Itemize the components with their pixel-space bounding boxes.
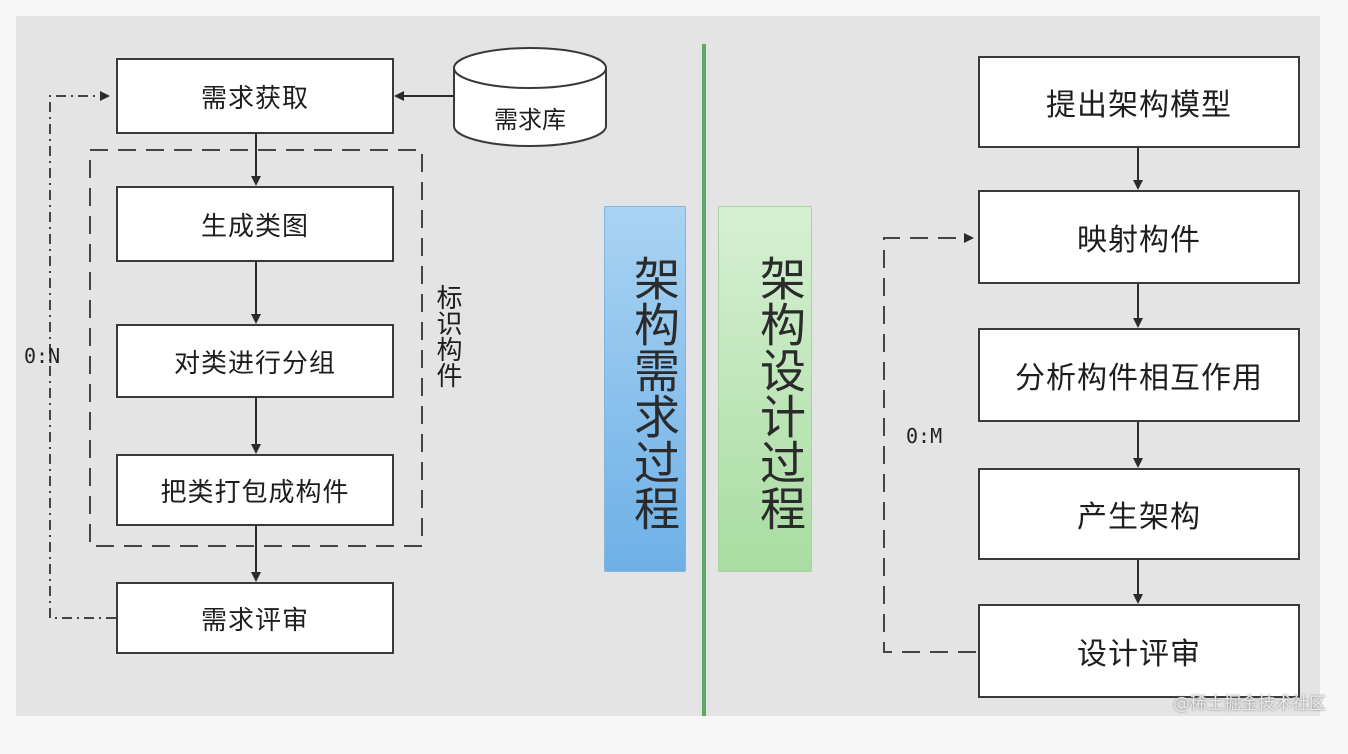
watermark: @稀土掘金技术社区 [1173, 694, 1326, 714]
architecture-requirements-process-label: 架构需求过程 [604, 206, 686, 572]
step-requirement-review: 需求评审 [116, 582, 394, 654]
step-analyze-component-interaction: 分析构件相互作用 [978, 328, 1300, 422]
step-generate-class-diagram: 生成类图 [116, 186, 394, 262]
step-produce-architecture: 产生架构 [978, 468, 1300, 560]
step-propose-architecture-model: 提出架构模型 [978, 56, 1300, 148]
left-loop-label: 0:N [24, 344, 61, 368]
step-design-review: 设计评审 [978, 604, 1300, 698]
step-map-components: 映射构件 [978, 190, 1300, 284]
requirements-database-label: 需求库 [494, 106, 566, 134]
step-group-classes: 对类进行分组 [116, 324, 394, 398]
left-feedback-loop [49, 91, 116, 619]
step-package-classes: 把类打包成构件 [116, 454, 394, 526]
identify-components-label: 标识构件 [432, 284, 462, 388]
right-loop-label: 0:M [906, 424, 943, 448]
right-feedback-loop [883, 233, 976, 653]
step-requirement-acquisition: 需求获取 [116, 58, 394, 134]
architecture-design-process-label: 架构设计过程 [718, 206, 812, 572]
diagram-canvas: 需求获取 生成类图 对类进行分组 把类打包成构件 需求评审 需求库 标识构件 0… [16, 16, 1320, 716]
database-cylinder [453, 47, 607, 147]
connector-layer [49, 44, 1143, 716]
